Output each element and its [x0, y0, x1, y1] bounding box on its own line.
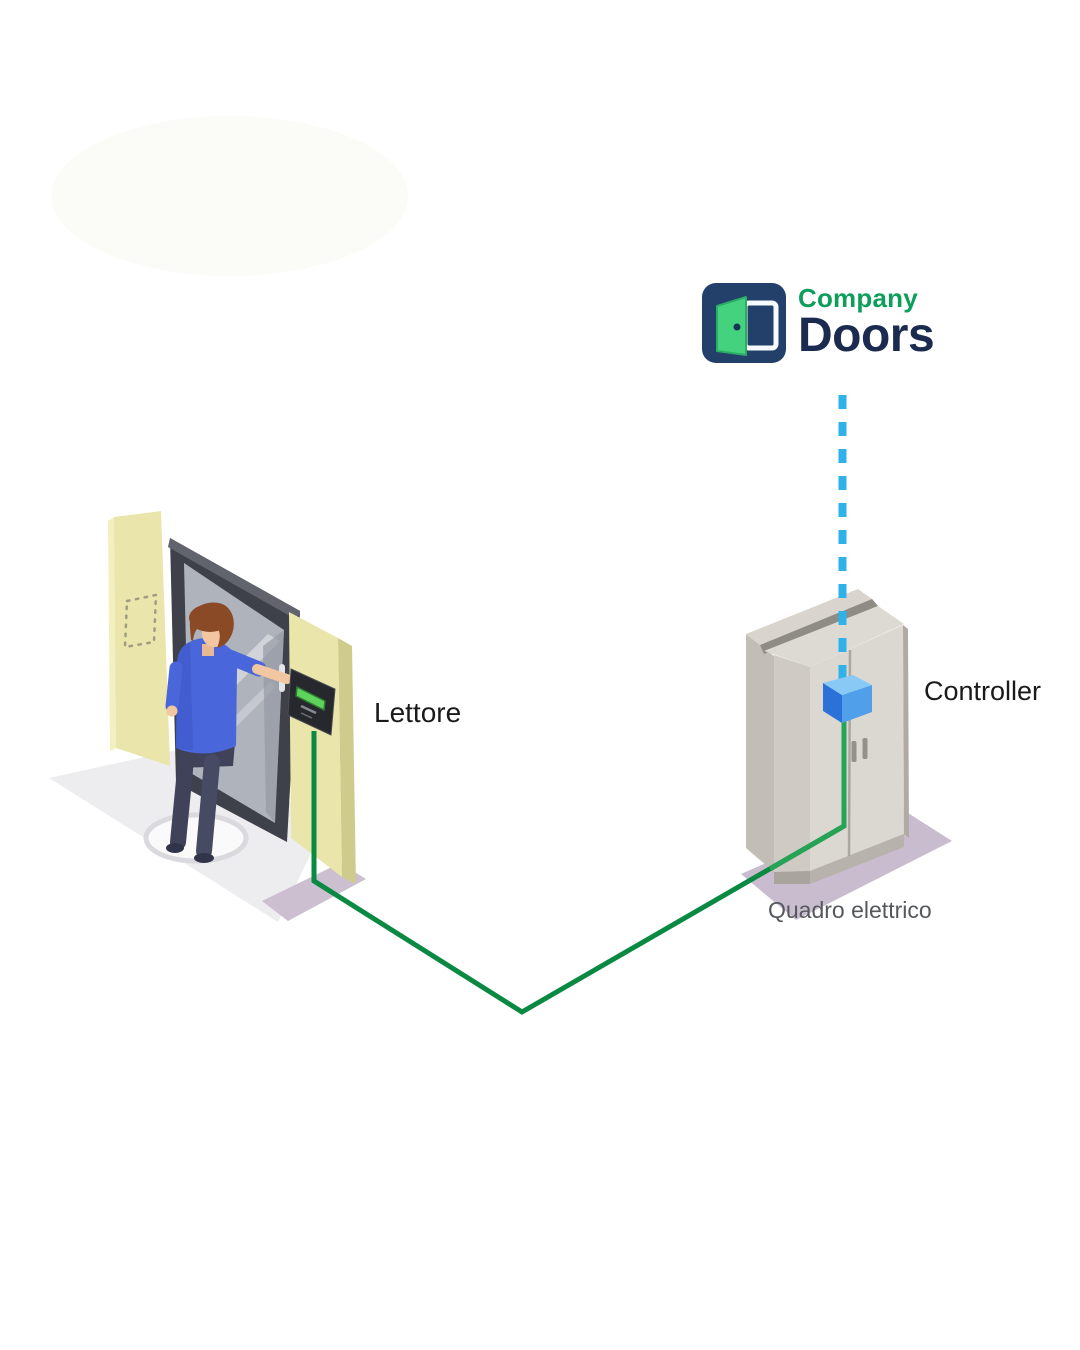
cabinet-top-groove	[760, 599, 878, 654]
person-hair-top	[189, 604, 231, 632]
company-doors-logo: Company Doors	[702, 283, 935, 364]
open-door-icon	[702, 283, 786, 363]
controller-label: Controller	[924, 676, 1042, 706]
dashed-square-marking	[123, 593, 158, 649]
left-wall-panel	[108, 511, 170, 766]
person-neck	[202, 644, 214, 656]
logo-product-name: Doors	[798, 309, 935, 362]
cabinet-handle	[862, 738, 868, 759]
person-shoe	[166, 843, 184, 853]
card-reader	[287, 668, 336, 736]
door-threshold-pad	[262, 863, 366, 921]
card-reader-led	[295, 685, 326, 712]
cabinet-label: Quadro elettrico	[768, 897, 932, 923]
person-leg	[196, 754, 220, 859]
person-leg	[170, 752, 194, 850]
controller-box	[823, 675, 872, 723]
person-shoe	[194, 853, 214, 863]
logo-text: Company Doors	[798, 283, 935, 362]
person-forearm	[252, 664, 292, 684]
reader-label: Lettore	[374, 697, 462, 728]
electrical-cabinet	[741, 589, 952, 920]
logo-company-name: Company	[798, 283, 918, 313]
person-left-hand	[166, 705, 178, 717]
person	[165, 602, 292, 863]
cabinet-handle	[851, 741, 857, 762]
door-scene	[49, 511, 366, 922]
cabinet-doors	[810, 625, 904, 871]
right-wall-panel	[289, 612, 356, 884]
person-shadow	[143, 812, 249, 864]
person-left-arm	[165, 661, 183, 713]
background-smudge	[52, 116, 408, 276]
